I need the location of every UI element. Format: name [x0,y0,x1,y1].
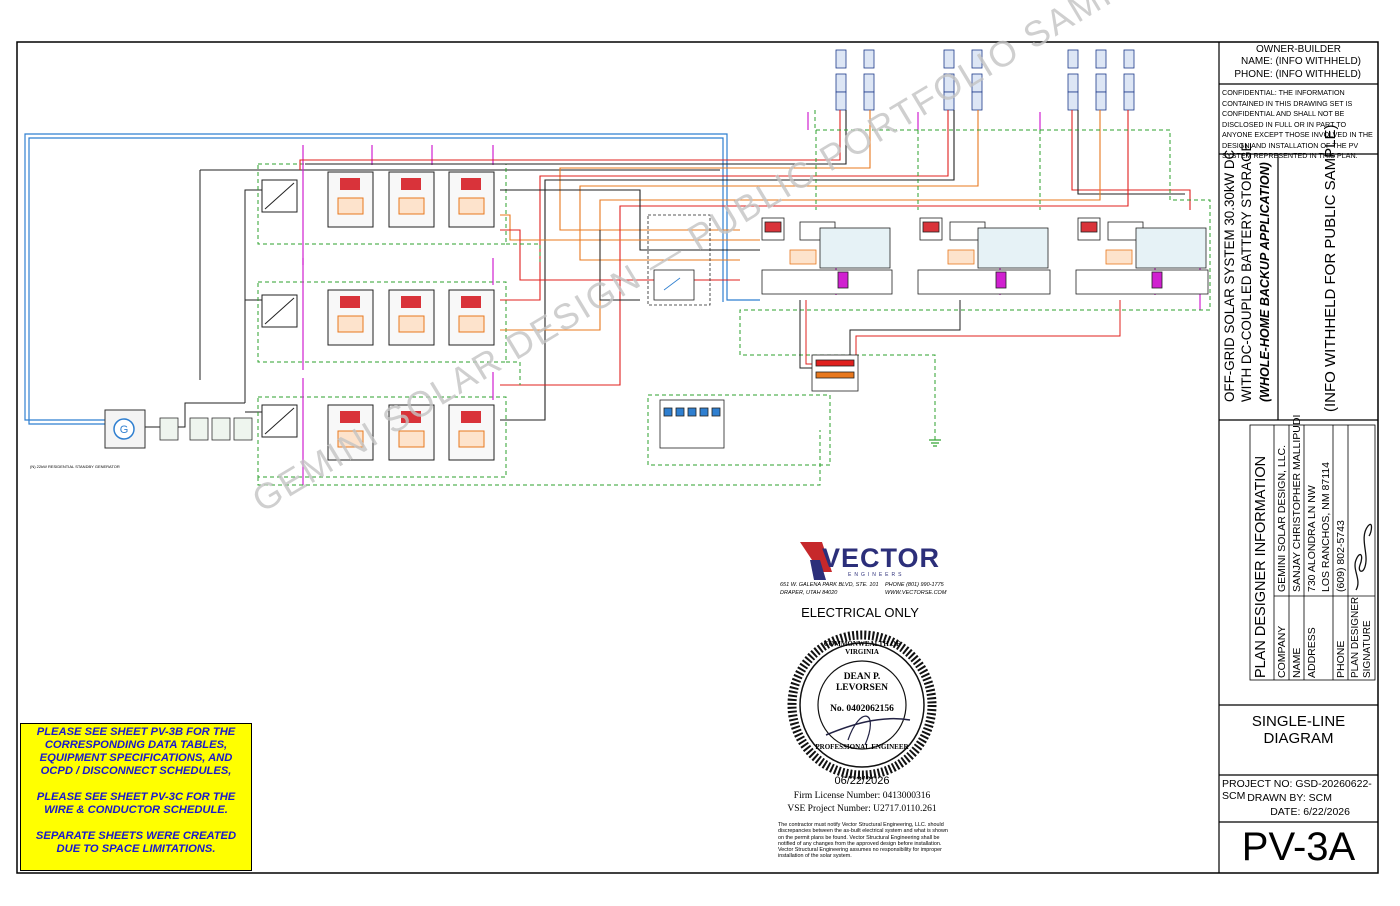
confidential-notice: CONFIDENTIAL: THE INFORMATION CONTAINED … [1222,88,1373,160]
svg-text:G: G [120,424,129,436]
system-line-1: OFF-GRID SOLAR SYSTEM 30.30kW DC [1222,149,1237,402]
owner-phone: PHONE: (INFO WITHHELD) [1234,69,1361,80]
company-value: GEMINI SOLAR DESIGN, LLC. [1276,444,1288,592]
vector-logo-sub: ENGINEERS [848,572,905,578]
engineer-scope: ELECTRICAL ONLY [801,605,919,620]
seal-date: 06/22/2026 [834,775,890,787]
sheet-date: DATE: 6/22/2026 [1270,806,1350,818]
notes-box: PLEASE SEE SHEET PV-3B FOR THE CORRESPON… [20,723,252,871]
main-panel [659,354,859,449]
seal-name-1: DEAN P. [843,672,881,682]
generator: G [104,409,146,449]
owner-header: OWNER-BUILDER [1255,44,1341,55]
seal-ring-top: COMMONWEALTH OF VIRGINIA [823,640,901,656]
power-group-3 [257,396,507,478]
owner-name: NAME: (INFO WITHHELD) [1241,56,1361,67]
seal-license: No. 0402062156 [830,704,894,714]
engineer-address-left-2: DRAPER, UTAH 84020 [780,590,838,596]
phone-label: PHONE [1335,640,1347,678]
engineer-seal [787,630,937,780]
engineer-address-right-2: WWW.VECTORSE.COM [885,590,947,596]
designer-signature [1354,523,1373,591]
sheet-number: PV-3A [1241,825,1356,869]
system-line-2: WITH DC-COUPLED BATTERY STORAGE [1239,142,1254,402]
vse-project-number: VSE Project Number: U2717.0110.261 [787,804,937,814]
address-label: ADDRESS [1306,627,1318,678]
signature-label-1: PLAN DESIGNER [1350,596,1361,678]
transfer-switches [159,417,253,441]
company-label: COMPANY [1276,625,1288,678]
note-para-2: PLEASE SEE SHEET PV-3C FOR THE WIRE & CO… [36,791,236,816]
note-para-1: PLEASE SEE SHEET PV-3B FOR THE CORRESPON… [36,726,236,777]
pv-arrays [835,49,1135,111]
inverter-group-right [761,217,1209,295]
sheet-border [16,41,1379,874]
sheet-title: SINGLE-LINE DIAGRAM [1251,713,1346,747]
vector-logo-mark [800,542,832,580]
designer-table-grid [1249,424,1376,681]
seal-ring-bottom: PROFESSIONAL ENGINEER [815,743,909,751]
firm-license: Firm License Number: 0413000316 [793,791,931,801]
vector-logo-word: VECTOR [822,543,941,573]
project-number: PROJECT NO: GSD-20260622-SCM [1222,778,1372,802]
site-address-withheld: (INFO WITHHELD FOR PUBLIC SAMPLE) [1322,124,1339,412]
generator-wiring [145,169,720,428]
comm-wiring [24,133,760,425]
engineer-address-left-1: 651 W. GALENA PARK BLVD, STE. 101 [780,582,879,588]
signature-label-2: SIGNATURE [1362,620,1373,678]
power-group-2 [257,281,507,363]
system-line-3: (WHOLE-HOME BACKUP APPLICATION) [1258,162,1272,402]
drawn-by: DRAWN BY: SCM [1247,792,1332,804]
name-value: SANJAY CHRISTOPHER MALLIPUDI [1291,414,1303,592]
seal-name-2: LEVORSEN [835,683,889,693]
address-line-2: LOS RANCHOS, NM 87114 [1320,462,1332,592]
title-block-frame [1218,42,1378,873]
ground-symbol [929,439,941,447]
name-label: NAME [1291,647,1303,678]
engineer-disclaimer: The contractor must notify Vector Struct… [778,822,948,860]
engineer-address-right-1: PHONE (801) 990-1775 [885,582,944,588]
generator-note: (N) 22kW RESIDENTIAL STANDBY GENERATOR [30,464,120,469]
note-para-3: SEPARATE SHEETS WERE CREATED DUE TO SPAC… [35,830,237,855]
transfer-switch [647,214,711,306]
power-group-1 [257,163,507,245]
phone-value: (609) 802-5743 [1335,520,1347,592]
address-line-1: 730 ALONDRA LN NW [1306,485,1318,592]
designer-header: PLAN DESIGNER INFORMATION [1253,455,1269,678]
